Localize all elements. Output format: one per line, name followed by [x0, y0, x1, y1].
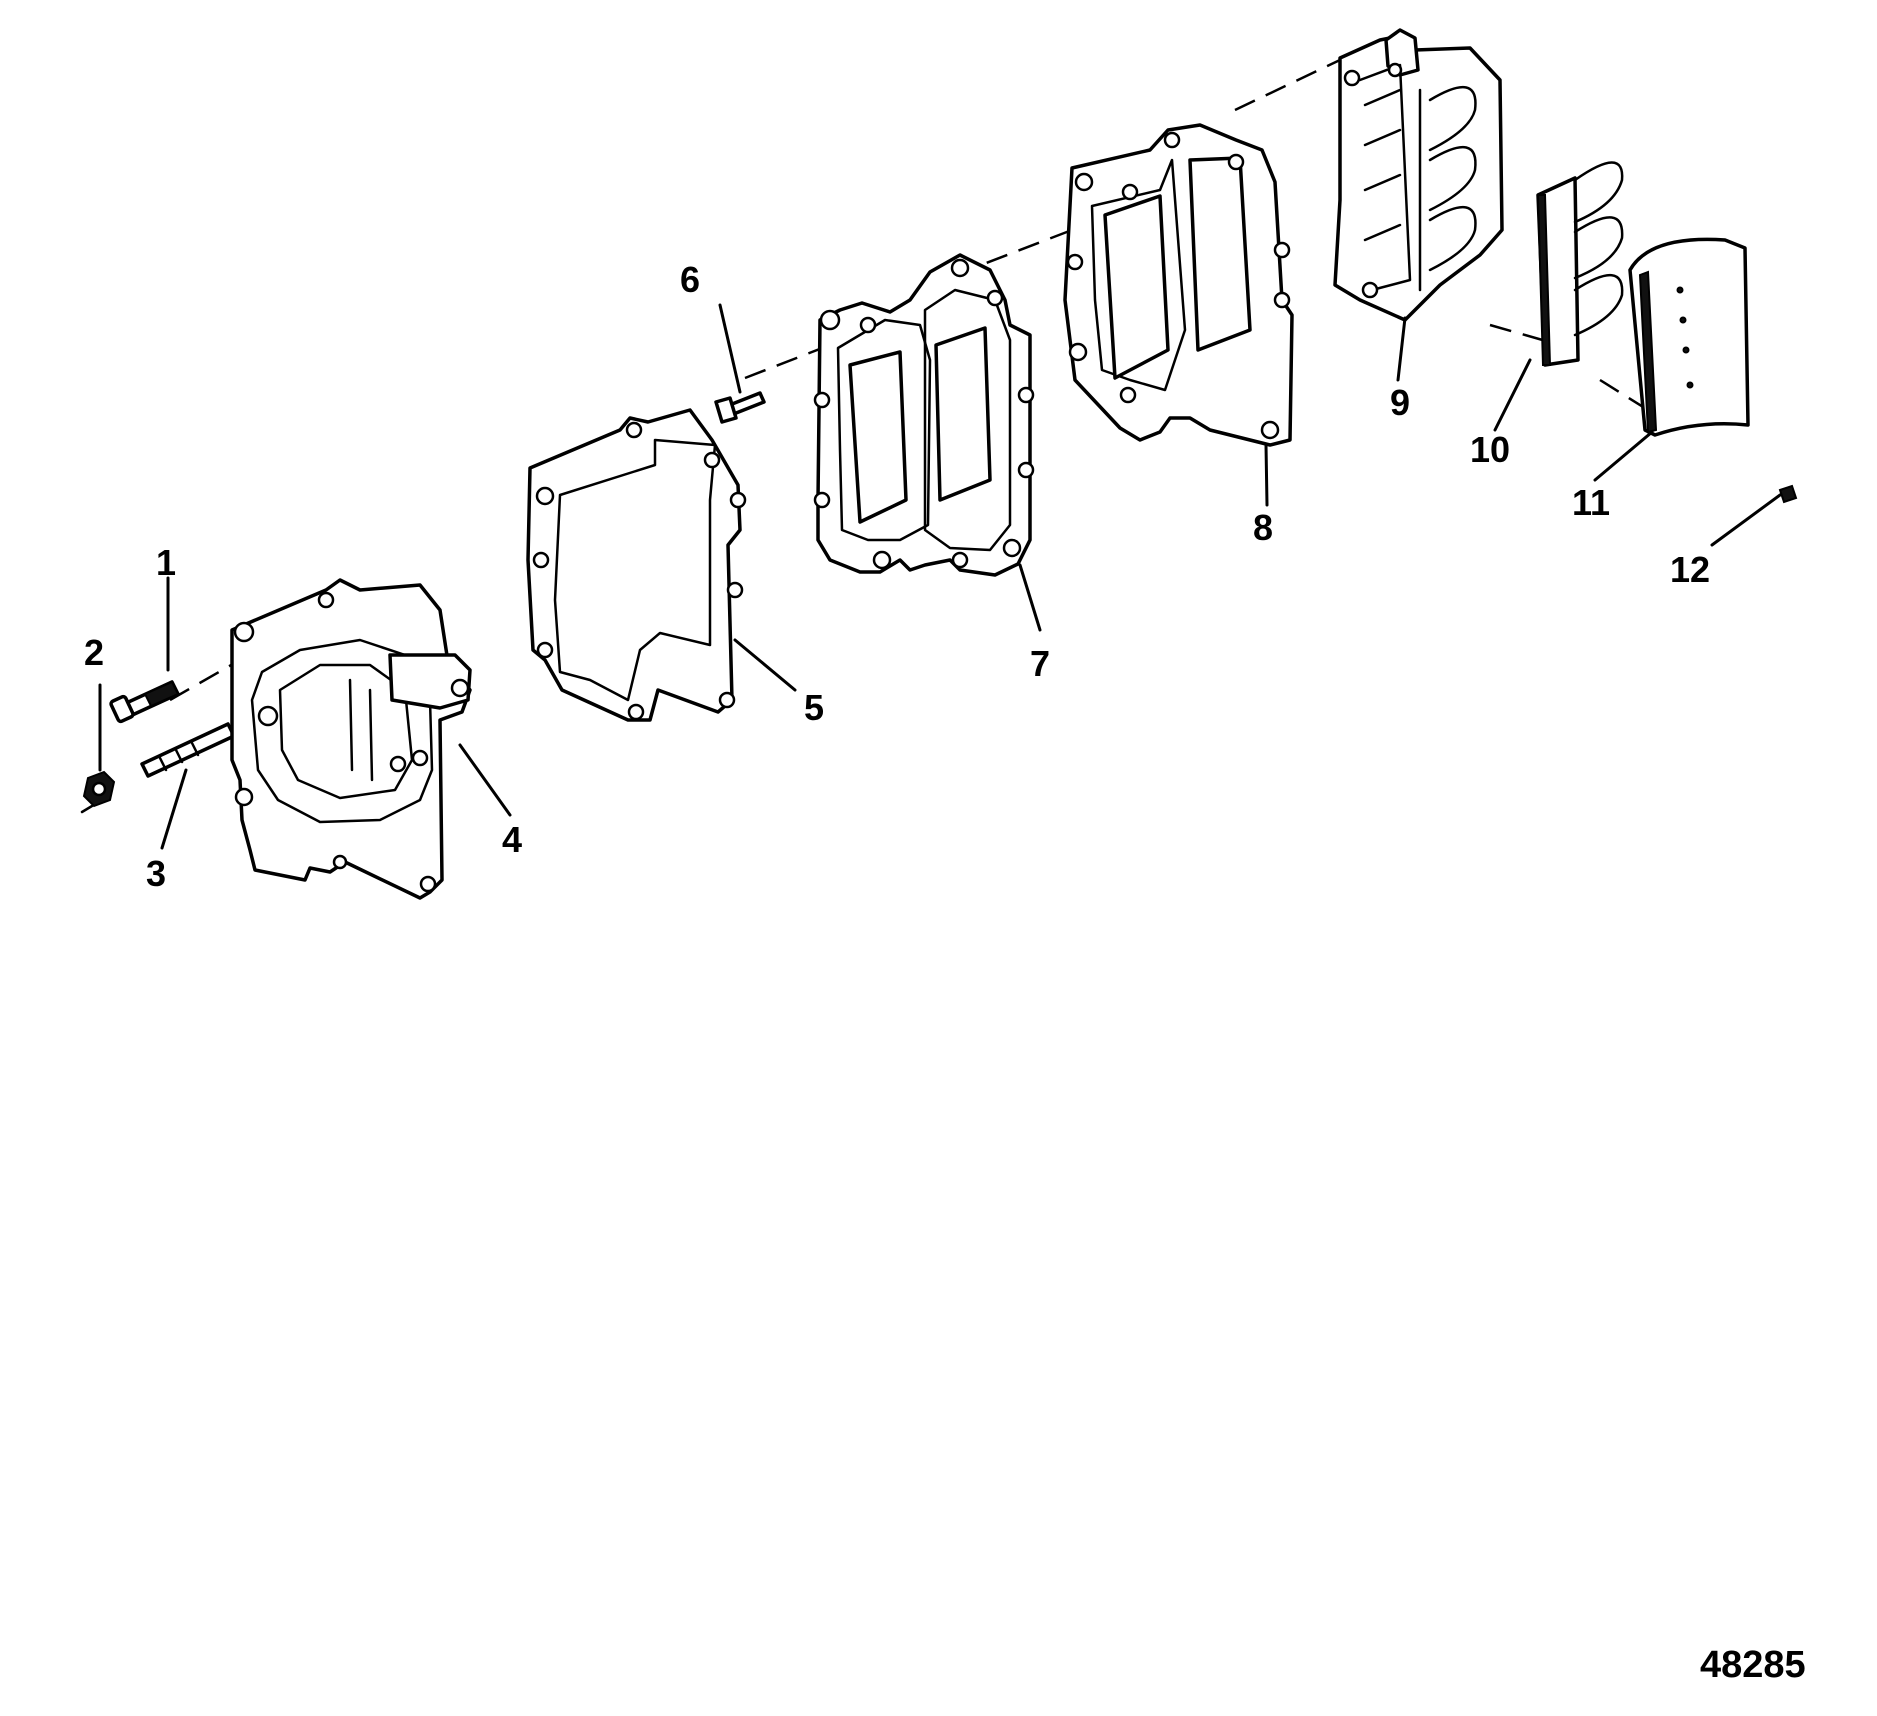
callout-9: 9: [1390, 382, 1410, 423]
part-3-stud: [140, 722, 236, 778]
part-8-gasket: [1063, 123, 1294, 447]
callout-5: 5: [804, 687, 824, 728]
callout-8: 8: [1253, 507, 1273, 548]
leader-lines: [98, 303, 1782, 850]
callout-4: 4: [502, 819, 522, 860]
part-2-nut: [80, 770, 116, 814]
callout-3: 3: [146, 853, 166, 894]
callout-7: 7: [1030, 643, 1050, 684]
part-12-screw: [1778, 484, 1798, 504]
part-1-bolt: [109, 680, 180, 724]
part-7-reed-block: [813, 253, 1035, 577]
part-4-adaptor-plate: [230, 578, 472, 900]
callout-6: 6: [680, 259, 700, 300]
callout-2: 2: [84, 632, 104, 673]
callout-12: 12: [1670, 549, 1710, 590]
callout-10: 10: [1470, 429, 1510, 470]
callout-11: 11: [1572, 482, 1610, 523]
part-6-screw: [714, 391, 766, 424]
callout-1: 1: [156, 542, 176, 583]
part-11-reed-stop: [1628, 237, 1750, 437]
figure-reference-number: 48285: [1700, 1644, 1806, 1686]
part-9-reed-cage: [1333, 28, 1504, 322]
part-10-reed-petals: [1536, 161, 1624, 367]
part-5-gasket: [526, 408, 747, 722]
